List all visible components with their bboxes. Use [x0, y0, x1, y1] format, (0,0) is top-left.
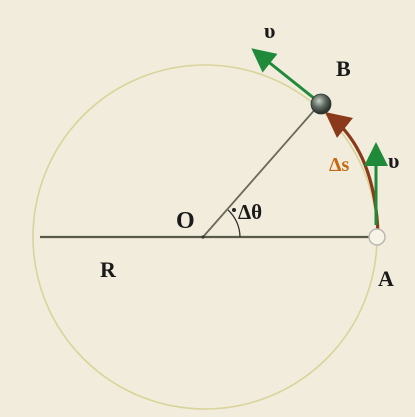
label-point-a: A	[378, 266, 394, 291]
label-radius: R	[100, 257, 117, 282]
label-angle: Δθ	[238, 200, 262, 224]
ball-b	[310, 93, 332, 115]
point-a-marker	[368, 228, 386, 246]
angle-arc	[227, 209, 241, 238]
label-center-o: O	[176, 208, 195, 234]
label-point-b: B	[336, 56, 351, 81]
center-point	[201, 235, 205, 239]
label-velocity-b: υ	[264, 18, 275, 43]
angle-marker	[232, 208, 236, 212]
velocity-vector-b	[251, 48, 316, 101]
label-arc-delta-s: Δs	[329, 154, 350, 176]
label-velocity-a: υ	[388, 148, 399, 173]
radius-line-ob	[202, 105, 319, 238]
